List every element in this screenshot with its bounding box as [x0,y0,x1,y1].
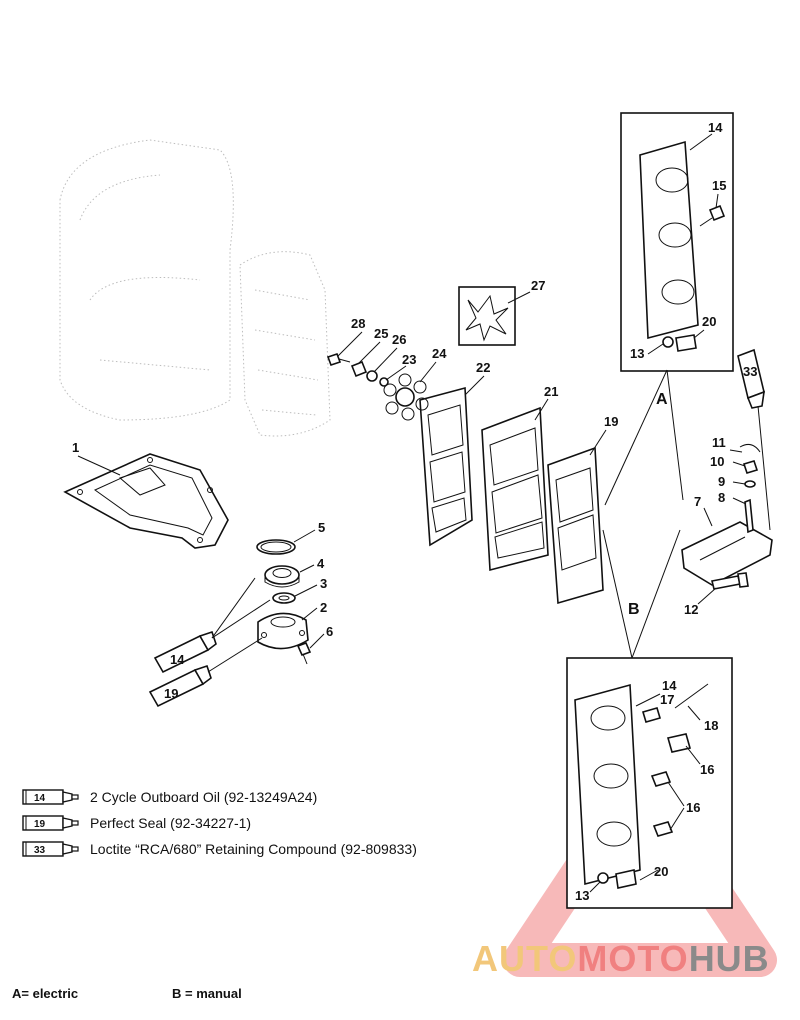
legend-code: 33 [34,845,46,856]
callout-17: 17 [660,692,674,707]
callout-16-b: 16 [686,800,700,815]
tube-icon: 14 [22,789,79,805]
part-22-gasket [419,386,473,547]
tube-14-application [153,577,271,674]
part-12-bolt [711,572,749,590]
callout-10: 10 [710,454,724,469]
watermark-part-2: MOTO [577,938,689,979]
part-5-o-ring [256,539,296,555]
callout-24: 24 [432,346,447,361]
variant-b-label: B = manual [172,986,242,1001]
part-21-reed-plate [481,406,549,572]
callout-9: 9 [718,474,725,489]
callout-16-a: 16 [700,762,714,777]
callout-13-a: 13 [630,346,644,361]
part-19-gasket [547,446,604,605]
part-25-nut [350,360,368,378]
watermark-part-3: HUB [688,938,770,979]
callout-23: 23 [402,352,416,367]
callout-15: 15 [712,178,726,193]
engine-block-ghost [59,139,331,437]
callout-14-b: 14 [662,678,677,693]
legend-row-33: 33 Loctite “RCA/680” Retaining Compound … [22,836,417,862]
tube-icon: 33 [22,841,79,857]
callout-20-a: 20 [702,314,716,329]
callout-11: 11 [712,435,726,450]
legend-text: Loctite “RCA/680” Retaining Compound (92… [90,841,417,857]
part-2-bearing-housing [257,612,309,650]
part-11-clip [739,443,761,453]
variant-a-label: A= electric [12,986,79,1001]
callout-7: 7 [694,494,701,509]
inset-a-electric [620,112,734,372]
tube-33-application [737,348,771,531]
part-28-screw [326,352,351,367]
callout-3: 3 [320,576,327,591]
watermark-logo: AUTOMOTOHUB [472,938,770,980]
legend-code: 19 [34,819,46,830]
part-1-plate-gasket [63,453,229,549]
inset-b-manual [566,657,733,909]
group-a-label: A [656,391,668,408]
tube-19-label: 19 [164,686,178,701]
callout-5: 5 [318,520,325,535]
callout-2: 2 [320,600,327,615]
callout-26: 26 [392,332,406,347]
tube-33-label: 33 [743,364,757,379]
callout-22: 22 [476,360,490,375]
part-6-screw [296,641,312,665]
callout-21: 21 [544,384,558,399]
group-b-label: B [628,601,640,618]
part-10-nut [742,460,759,474]
legend-row-14: 14 2 Cycle Outboard Oil (92-13249A24) [22,784,417,810]
part-9-washer [744,480,756,488]
callout-leaders [77,133,747,893]
legend: 14 2 Cycle Outboard Oil (92-13249A24) 19… [22,784,417,862]
variant-key: A= electric B = manual [12,986,242,1001]
callout-27: 27 [531,278,545,293]
callout-4: 4 [317,556,325,571]
legend-text: Perfect Seal (92-34227-1) [90,815,252,831]
callout-8: 8 [718,490,725,505]
callout-28: 28 [351,316,365,331]
callout-1: 1 [72,440,79,455]
tube-19-application [148,637,263,708]
part-3-washer [272,592,296,604]
callout-14-a: 14 [708,120,723,135]
callout-20-b: 20 [654,864,668,879]
callout-19: 19 [604,414,618,429]
callout-13-b: 13 [575,888,589,903]
legend-code: 14 [34,793,46,804]
part-8-stud [744,498,754,534]
callout-12: 12 [684,602,698,617]
tube-icon: 19 [22,815,79,831]
part-24-reed-petals [383,373,429,421]
part-26-washer [366,370,378,382]
callout-6: 6 [326,624,333,639]
part-27-reed-stop-inset [458,286,516,346]
callout-18: 18 [704,718,718,733]
tube-14-label: 14 [170,652,185,667]
legend-row-19: 19 Perfect Seal (92-34227-1) [22,810,417,836]
watermark-part-1: AUTO [472,938,578,979]
part-4-oil-seal [264,565,300,588]
part-7-bracket [681,521,773,586]
callout-25: 25 [374,326,388,341]
variant-leaders [602,369,684,659]
legend-text: 2 Cycle Outboard Oil (92-13249A24) [90,789,318,805]
callouts: 1 2 3 4 5 6 7 8 9 10 11 12 13 14 15 20 1… [72,120,757,903]
